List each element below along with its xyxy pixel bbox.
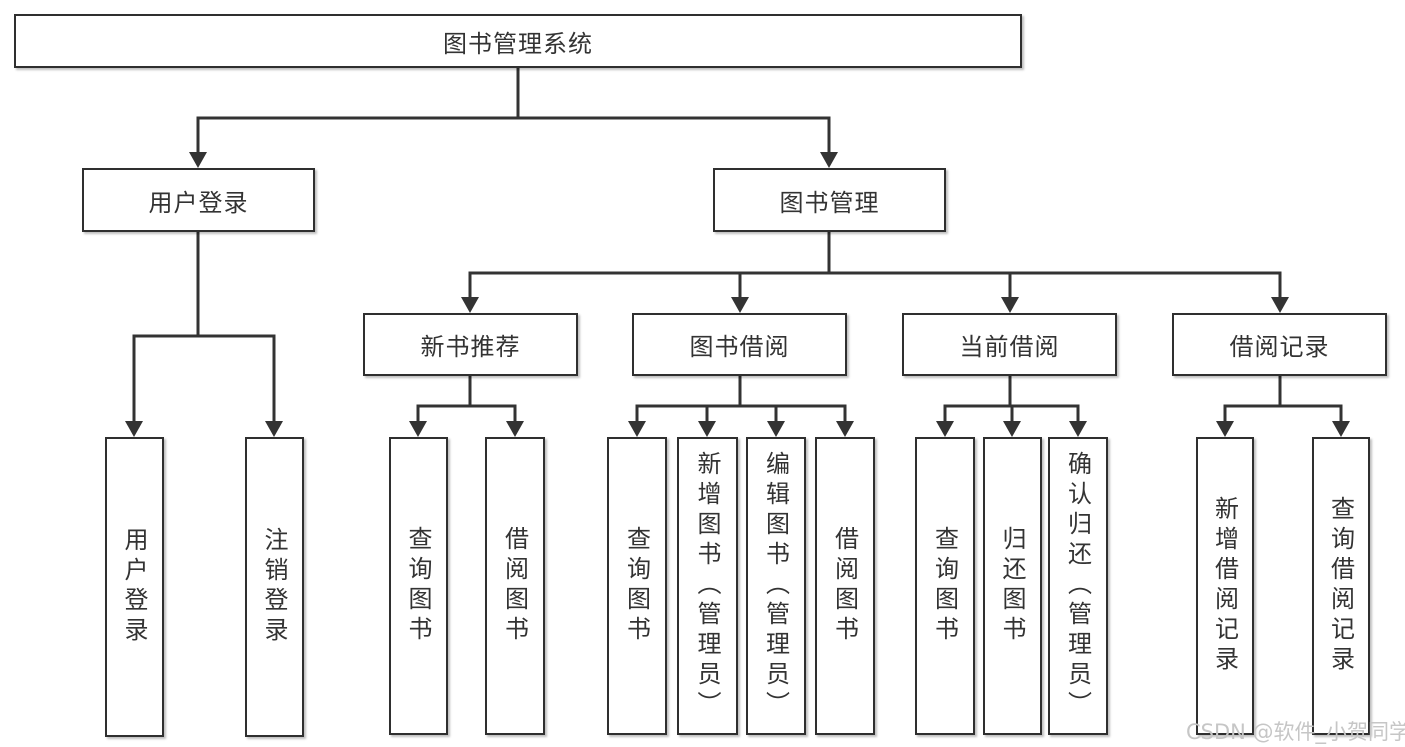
arrowhead-book-management (820, 152, 838, 168)
leaf-add-book-admin-label: 新增图书（管理员） (693, 451, 721, 721)
node-current-borrowing: 当前借阅 (902, 313, 1117, 376)
leaf-query-books-current-label: 查询图书 (930, 526, 959, 646)
watermark: CSDN @软件_小贺同学 (1186, 720, 1405, 744)
leaf-borrow-books-borrow: 借阅图书 (815, 437, 875, 735)
leaf-add-book-admin: 新增图书（管理员） (677, 437, 738, 735)
leaf-edit-book-admin: 编辑图书（管理员） (746, 437, 806, 735)
arrowhead-borrow-books-b (836, 421, 854, 437)
leaf-query-books-current: 查询图书 (915, 437, 975, 735)
leaf-query-books-borrow: 查询图书 (607, 437, 667, 735)
arrowhead-current-borrow (1001, 297, 1019, 313)
leaf-user-login: 用户登录 (105, 437, 164, 737)
leaf-add-borrow-record: 新增借阅记录 (1196, 437, 1254, 735)
leaf-logout: 注销登录 (245, 437, 304, 737)
leaf-borrow-books-recommend-label: 借阅图书 (500, 526, 529, 646)
arrowhead-confirm-return (1069, 421, 1087, 437)
leaf-logout-label: 注销登录 (260, 527, 288, 647)
arrowhead-leaf-user-login (125, 421, 143, 437)
node-book-borrowing: 图书借阅 (632, 313, 847, 376)
leaf-confirm-return-admin-label: 确认归还（管理员） (1063, 451, 1092, 721)
node-user-login: 用户登录 (82, 168, 315, 232)
arrowhead-borrow-records (1271, 297, 1289, 313)
arrowhead-borrow-books-r (506, 421, 524, 437)
leaf-user-login-label: 用户登录 (120, 527, 148, 647)
arrowhead-book-borrow (731, 297, 749, 313)
leaf-add-borrow-record-label: 新增借阅记录 (1210, 496, 1239, 676)
node-root: 图书管理系统 (14, 14, 1022, 68)
arrowhead-query-record (1332, 421, 1350, 437)
leaf-query-books-recommend: 查询图书 (389, 437, 448, 735)
arrowhead-new-book (461, 297, 479, 313)
leaf-query-borrow-record-label: 查询借阅记录 (1326, 496, 1355, 676)
node-book-management: 图书管理 (713, 168, 946, 232)
leaf-return-books-label: 归还图书 (998, 526, 1026, 646)
arrowhead-leaf-logout (265, 421, 283, 437)
leaf-return-books: 归还图书 (983, 437, 1042, 735)
arrowhead-user-login (189, 152, 207, 168)
node-borrowing-records: 借阅记录 (1172, 313, 1387, 376)
leaf-borrow-books-recommend: 借阅图书 (485, 437, 545, 735)
arrowhead-add-record (1216, 421, 1234, 437)
arrowhead-return-books (1003, 421, 1021, 437)
leaf-query-books-recommend-label: 查询图书 (404, 526, 432, 646)
arrowhead-query-books-r (409, 421, 427, 437)
arrowhead-add-book (698, 421, 716, 437)
leaf-confirm-return-admin: 确认归还（管理员） (1048, 437, 1108, 735)
arrowhead-query-books-b (628, 421, 646, 437)
leaf-query-books-borrow-label: 查询图书 (622, 526, 651, 646)
node-new-book-recommendation: 新书推荐 (363, 313, 578, 376)
arrowhead-query-books-c (936, 421, 954, 437)
leaf-borrow-books-borrow-label: 借阅图书 (830, 526, 859, 646)
leaf-query-borrow-record: 查询借阅记录 (1312, 437, 1370, 735)
leaf-edit-book-admin-label: 编辑图书（管理员） (761, 451, 790, 721)
arrowhead-edit-book (767, 421, 785, 437)
